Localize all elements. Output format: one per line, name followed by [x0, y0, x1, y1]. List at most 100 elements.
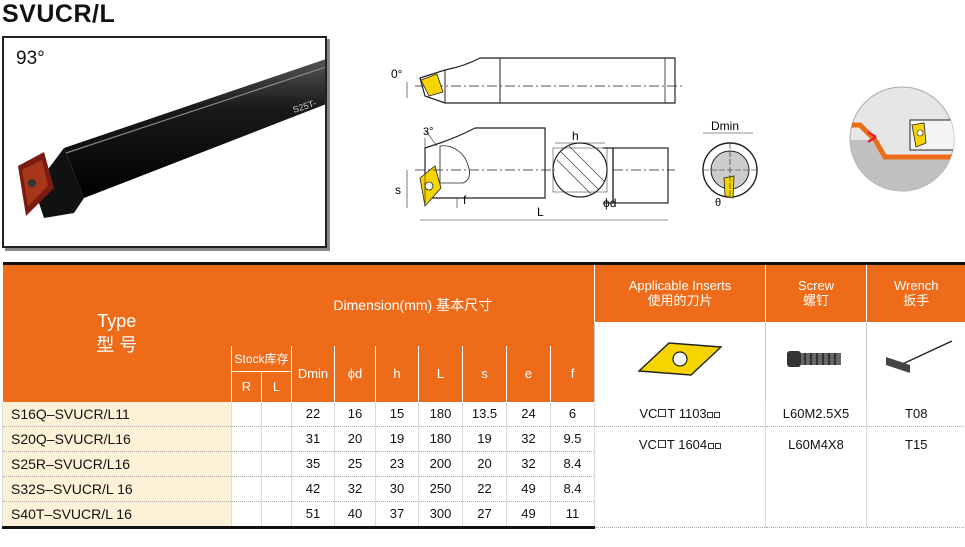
boring-bar-image: S25T- [18, 59, 325, 218]
type-cell: S20Q–SVUCR/L16 [2, 426, 232, 452]
h-label: h [572, 129, 579, 143]
s-cell: 19 [462, 426, 507, 452]
product-photo: 93° S25T- [2, 36, 327, 248]
dmin-cell: 22 [291, 401, 335, 427]
wrench-header-cn: 扳手 [903, 293, 930, 309]
stock-l-cell [261, 426, 292, 452]
h-cell: 19 [375, 426, 419, 452]
application-detail [849, 86, 955, 192]
s-cell: 22 [462, 476, 507, 502]
L-cell: 300 [418, 501, 463, 529]
length-label: L [537, 205, 544, 219]
wrench-header: Wrench 扳手 [866, 262, 965, 322]
stock-header: Stock库存 [231, 345, 292, 372]
stock-label: Stock [234, 351, 265, 366]
type-header-en: Type [97, 311, 137, 332]
dmin-cell: 31 [291, 426, 335, 452]
col-l: L [261, 371, 292, 402]
type-header: Type 型 号 [2, 262, 232, 402]
h-cell: 37 [375, 501, 419, 529]
stock-r-cell [231, 451, 262, 477]
spec-table: Type 型 号 Dimension(mm) 基本尺寸 Applicable I… [2, 262, 965, 529]
h-cell: 30 [375, 476, 419, 502]
type-cell: S16Q–SVUCR/L11 [2, 401, 232, 427]
dimension-header: Dimension(mm) 基本尺寸 [231, 262, 595, 346]
wrench-code-cell: T08 [866, 401, 965, 427]
d-cell: 40 [334, 501, 376, 529]
L-cell: 250 [418, 476, 463, 502]
dmin-label: Dmin [711, 119, 739, 133]
insert-prefix: VC [639, 406, 658, 421]
zero-degree-label: 0° [391, 67, 403, 81]
theta-label: θ [715, 197, 721, 209]
wrench-icon [886, 340, 953, 373]
side-view: 3° s f h ϕd L [395, 126, 675, 221]
top-view: 0° [391, 57, 685, 104]
type-cell: S40T–SVUCR/L 16 [2, 501, 232, 529]
screw-icon [787, 351, 841, 367]
applicable-inserts-en: Applicable Inserts [628, 278, 732, 294]
table-row: S40T–SVUCR/L 16 51 40 37 300 27 49 11 [2, 501, 965, 529]
col-dmin: Dmin [291, 345, 335, 402]
stock-r-cell [231, 501, 262, 529]
type-cell: S32S–SVUCR/L 16 [2, 476, 232, 502]
h-cell: 23 [375, 451, 419, 477]
s-label: s [395, 183, 401, 197]
s-cell: 20 [462, 451, 507, 477]
page-title: SVUCR/L [2, 0, 116, 28]
col-h: h [375, 345, 419, 402]
stock-r-cell [231, 401, 262, 427]
col-e: e [506, 345, 551, 402]
d-cell: 25 [334, 451, 376, 477]
insert-code-cell: VC T 1604 [594, 426, 766, 528]
table-row: S20Q–SVUCR/L16 31 20 19 180 19 32 9.5 VC… [2, 426, 965, 528]
applicable-inserts-header: Applicable Inserts 使用的刀片 [594, 262, 766, 322]
L-cell: 200 [418, 451, 463, 477]
screw-header: Screw 螺钉 [765, 262, 867, 322]
stock-l-cell [261, 501, 292, 529]
insert-code: T 1604 [666, 436, 708, 452]
col-L: L [418, 345, 463, 402]
s-cell: 27 [462, 501, 507, 529]
col-s: s [462, 345, 507, 402]
dmin-cell: 51 [291, 501, 335, 529]
stock-l-cell [261, 451, 292, 477]
e-cell: 32 [506, 426, 551, 452]
angle-label: 93° [16, 48, 45, 69]
applicable-inserts-cn: 使用的刀片 [647, 293, 713, 309]
L-cell: 180 [418, 426, 463, 452]
e-cell: 24 [506, 401, 551, 427]
dmin-cell: 42 [291, 476, 335, 502]
e-cell: 49 [506, 501, 551, 529]
f-label: f [463, 193, 467, 207]
stock-l-cell [261, 401, 292, 427]
table-row: S32S–SVUCR/L 16 42 32 30 250 22 49 8.4 [2, 476, 965, 502]
col-r: R [231, 371, 262, 402]
wrench-header-en: Wrench [893, 278, 939, 294]
table-row: S25R–SVUCR/L16 35 25 23 200 20 32 8.4 [2, 451, 965, 477]
insert-icon [637, 342, 723, 376]
stock-r-cell [231, 426, 262, 452]
wrench-code-cell: T15 [866, 426, 965, 528]
e-cell: 49 [506, 476, 551, 502]
f-cell: 8.4 [550, 451, 595, 477]
stock-label-cn: 库存 [264, 351, 289, 366]
d-cell: 32 [334, 476, 376, 502]
f-cell: 11 [550, 501, 595, 529]
stock-l-cell [261, 476, 292, 502]
insert-prefix: VC [638, 436, 657, 452]
col-phi-d: ϕd [334, 345, 376, 402]
h-cell: 15 [375, 401, 419, 427]
d-cell: 20 [334, 426, 376, 452]
three-degree-label: 3° [423, 126, 434, 138]
screw-code-cell: L60M4X8 [765, 426, 867, 528]
screw-image-cell [765, 321, 867, 402]
table-row: S16Q–SVUCR/L11 22 16 15 180 13.5 24 6 VC… [2, 401, 965, 427]
screw-header-en: Screw [797, 278, 835, 294]
screw-code-cell: L60M2.5X5 [765, 401, 867, 427]
end-view: Dmin θ [702, 119, 758, 209]
d-cell: 16 [334, 401, 376, 427]
s-cell: 13.5 [462, 401, 507, 427]
insert-image-cell [594, 321, 766, 402]
